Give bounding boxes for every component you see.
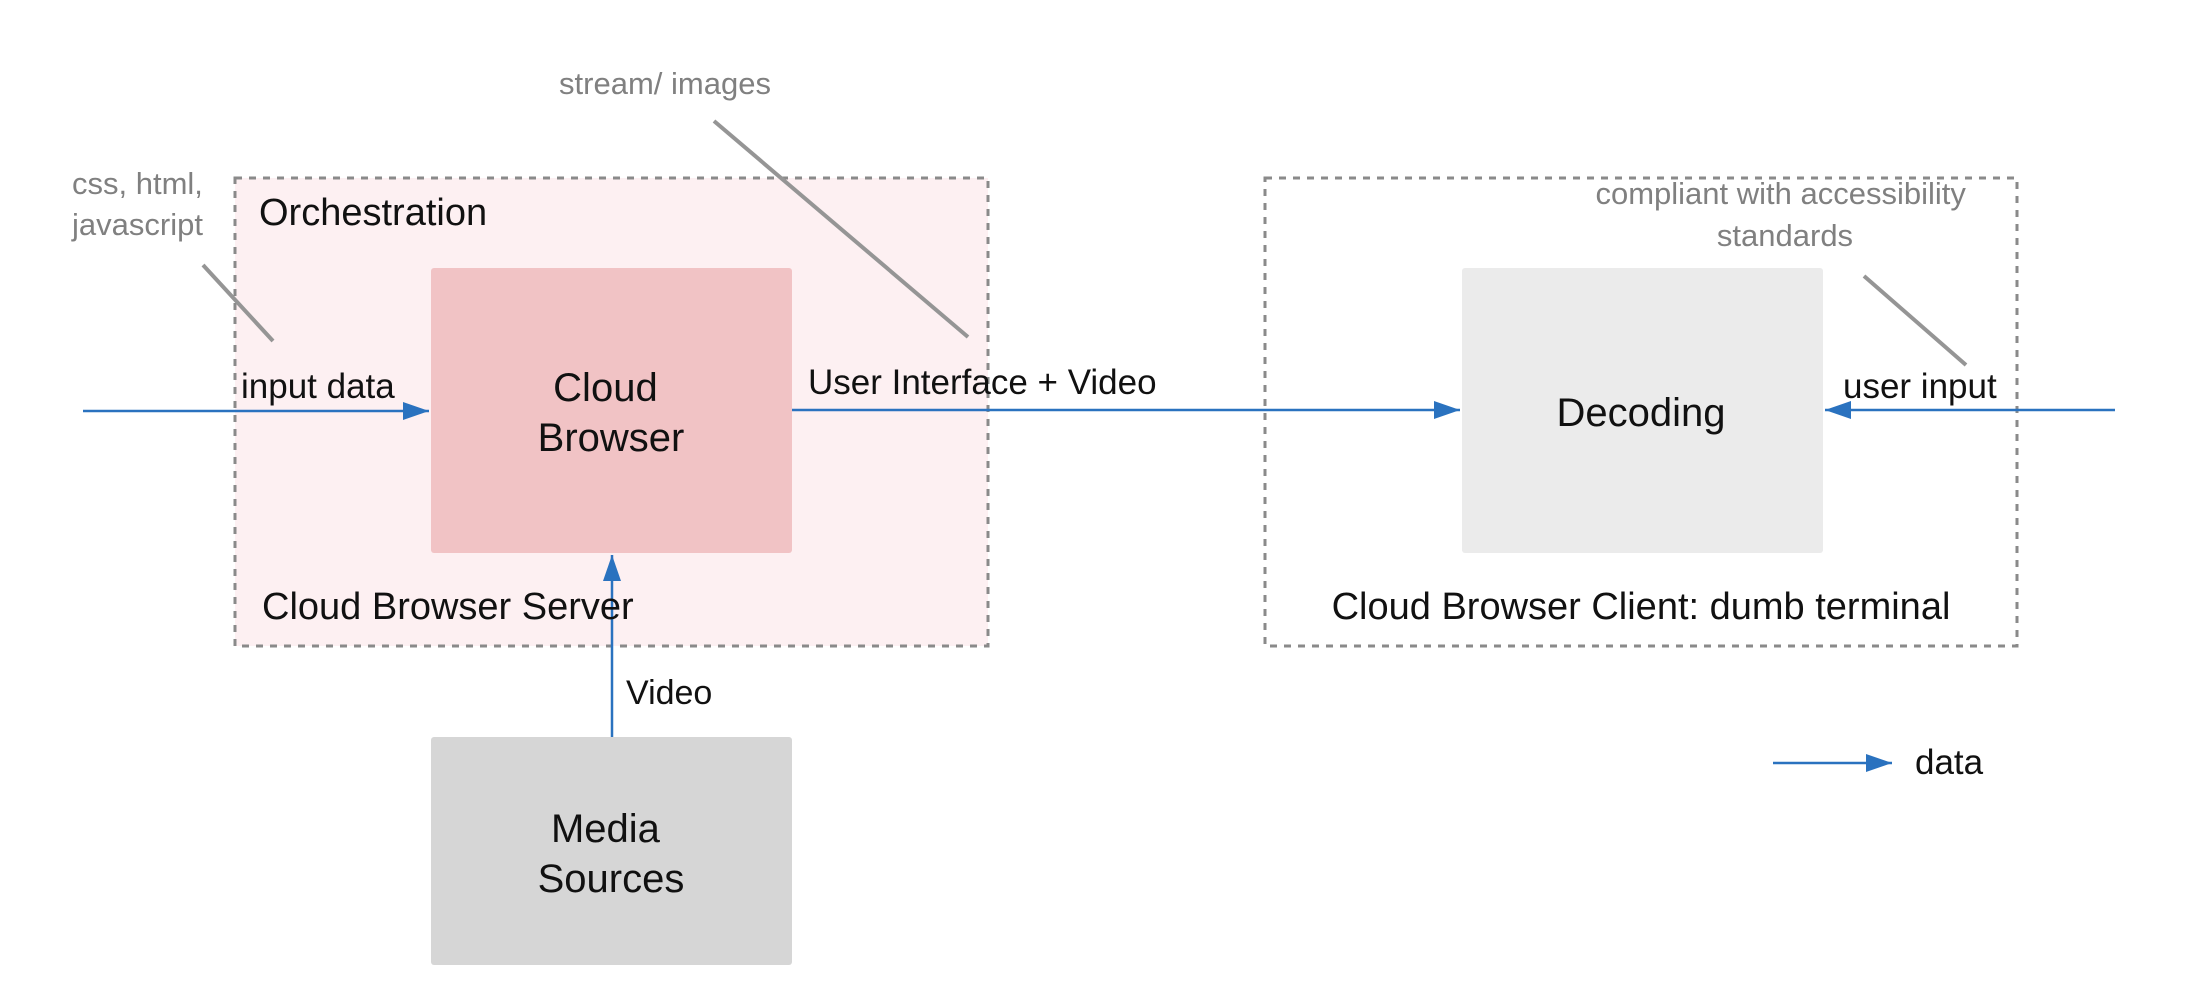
accessibility-note-line-1: compliant with accessibility xyxy=(1595,176,1966,211)
stream-callout-line xyxy=(712,119,970,339)
accessibility-note: compliant with accessibility standards xyxy=(1595,176,1974,253)
media-sources-node xyxy=(431,737,792,965)
media-sources-label: Media Sources xyxy=(538,807,685,901)
legend-data-label: data xyxy=(1915,743,1984,782)
video-label: Video xyxy=(626,674,712,712)
accessibility-note-line-2: standards xyxy=(1717,218,1853,253)
cloud-browser-client-label: Cloud Browser Client: dumb terminal xyxy=(1332,586,1951,628)
web-tech-note: css, html, javascript xyxy=(71,166,212,242)
ui-video-label: User Interface + Video xyxy=(808,363,1157,402)
web-tech-note-line-2: javascript xyxy=(71,207,203,242)
accessibility-callout-line xyxy=(1862,274,1968,367)
web-tech-callout-line xyxy=(201,263,275,343)
orchestration-label: Orchestration xyxy=(259,192,487,234)
media-sources-label-line-2: Sources xyxy=(538,857,685,901)
cloud-browser-label: Cloud Browser xyxy=(538,366,685,460)
cloud-browser-label-line-1: Cloud xyxy=(553,366,658,410)
user-input-label: user input xyxy=(1843,367,1997,406)
web-tech-note-line-1: css, html, xyxy=(72,166,203,201)
cloud-browser-label-line-2: Browser xyxy=(538,416,685,460)
media-sources-label-line-1: Media xyxy=(551,807,661,851)
cloud-browser-server-label: Cloud Browser Server xyxy=(262,586,634,628)
decoding-node xyxy=(1462,268,1823,553)
cloud-browser-client-region xyxy=(1263,176,2019,648)
input-data-label: input data xyxy=(241,367,395,406)
cloud-browser-node xyxy=(431,268,792,553)
decoding-label: Decoding xyxy=(1556,391,1725,435)
stream-images-note: stream/ images xyxy=(559,66,771,101)
